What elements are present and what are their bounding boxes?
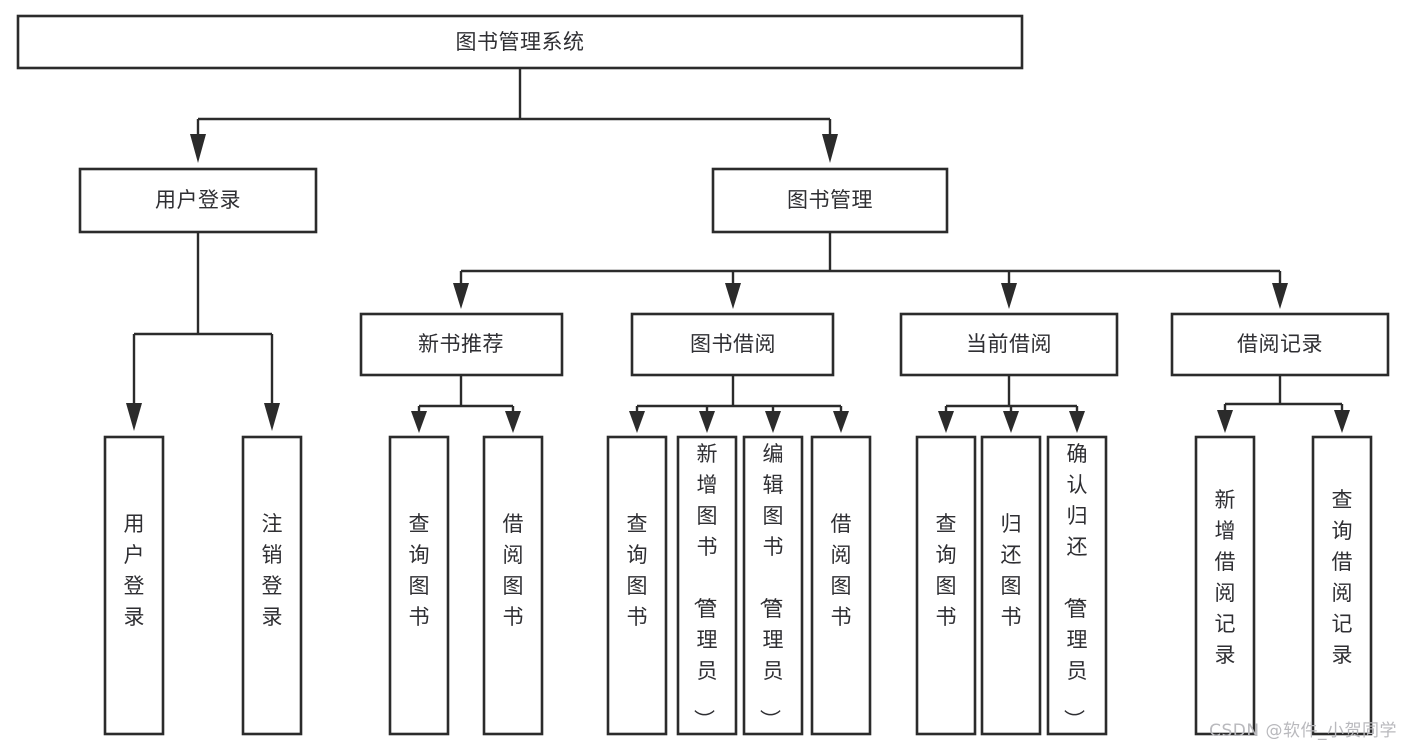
leaf-borrow-book-borrow-box[interactable] [810, 435, 872, 736]
connector-layer [126, 68, 1350, 433]
leaf-add-borrow-record[interactable]: 新增借阅记录 [1194, 435, 1256, 736]
leaf-borrow-book-borrow[interactable]: 借阅图书 [810, 435, 872, 736]
leaf-query-borrow-record-label: 查询借阅记录 [1332, 488, 1353, 667]
arrowhead-leaf-query-record [1334, 410, 1350, 433]
leaf-user-login-box[interactable] [103, 435, 165, 736]
leaf-query-book-current-label: 查询图书 [936, 512, 957, 629]
leaf-borrow-book-newbook-label: 借阅图书 [503, 512, 524, 629]
node-current-borrow-box[interactable] [899, 312, 1119, 377]
arrowhead-leaf-query-book-3 [938, 411, 954, 433]
node-new-book-recommend-box[interactable] [359, 312, 564, 377]
node-user-login-box[interactable] [78, 167, 318, 234]
leaf-add-book-admin[interactable]: 新增图书（管理员） [676, 435, 738, 736]
leaf-borrow-book-newbook[interactable]: 借阅图书 [482, 435, 544, 736]
node-borrow-record-label: 借阅记录 [1237, 332, 1323, 356]
node-book-management-box[interactable] [711, 167, 949, 234]
arrowhead-book-mgmt [822, 134, 838, 163]
arrowhead-leaf-query-book-2 [629, 411, 645, 433]
leaf-edit-book-admin[interactable]: 编辑图书（管理员） [742, 435, 804, 736]
node-borrow-record-box[interactable] [1170, 312, 1390, 377]
leaf-query-book-current[interactable]: 查询图书 [915, 435, 977, 736]
leaf-query-book-borrow-box[interactable] [606, 435, 668, 736]
leaf-borrow-book-newbook-box[interactable] [482, 435, 544, 736]
node-root[interactable]: 图书管理系统 [16, 14, 1024, 70]
leaf-user-login[interactable]: 用户登录 [103, 435, 165, 736]
leaf-query-book-newbook-box[interactable] [388, 435, 450, 736]
arrowhead-borrow-record [1272, 283, 1288, 309]
leaf-query-borrow-record-box[interactable] [1311, 435, 1373, 736]
leaf-query-borrow-record[interactable]: 查询借阅记录 [1311, 435, 1373, 736]
node-new-book-recommend-label: 新书推荐 [418, 332, 504, 356]
node-current-borrow[interactable]: 当前借阅 [899, 312, 1119, 377]
arrowhead-book-borrow [725, 283, 741, 309]
leaf-logout-box[interactable] [241, 435, 303, 736]
leaf-query-book-borrow[interactable]: 查询图书 [606, 435, 668, 736]
leaf-return-book-label: 归还图书 [1001, 512, 1022, 629]
arrowhead-leaf-query-book-1 [411, 411, 427, 433]
leaf-user-login-label: 用户登录 [124, 512, 145, 629]
csdn-watermark: CSDN @软件_小贺同学 [1209, 721, 1397, 741]
arrowhead-leaf-return-book [1003, 411, 1019, 433]
arrowhead-leaf-edit-book [765, 411, 781, 433]
node-book-management[interactable]: 图书管理 [711, 167, 949, 234]
node-current-borrow-label: 当前借阅 [966, 332, 1052, 356]
node-book-management-label: 图书管理 [787, 188, 873, 212]
leaf-borrow-book-borrow-label: 借阅图书 [831, 512, 852, 629]
arrowhead-leaf-user-login [126, 403, 142, 431]
leaf-edit-book-admin-box[interactable] [742, 435, 804, 736]
leaf-add-book-admin-label: 新增图书（管理员） [692, 442, 718, 730]
arrowhead-current-borrow [1001, 283, 1017, 309]
leaf-query-book-borrow-label: 查询图书 [627, 512, 648, 629]
leaf-return-book-box[interactable] [980, 435, 1042, 736]
node-book-borrow-box[interactable] [630, 312, 835, 377]
arrowhead-user-login [190, 134, 206, 163]
node-new-book-recommend[interactable]: 新书推荐 [359, 312, 564, 377]
leaf-confirm-return-admin-box[interactable] [1046, 435, 1108, 736]
arrowhead-leaf-logout [264, 403, 280, 431]
leaf-confirm-return-admin[interactable]: 确认归还（管理员） [1046, 435, 1108, 736]
node-user-login-label: 用户登录 [155, 188, 241, 212]
arrowhead-leaf-borrow-book-2 [833, 411, 849, 433]
leaf-query-book-newbook-label: 查询图书 [409, 512, 430, 629]
node-book-borrow-label: 图书借阅 [690, 332, 776, 356]
leaf-query-book-newbook[interactable]: 查询图书 [388, 435, 450, 736]
arrowhead-leaf-add-record [1217, 410, 1233, 433]
leaf-add-borrow-record-box[interactable] [1194, 435, 1256, 736]
node-root-label: 图书管理系统 [456, 30, 585, 54]
arrowhead-leaf-confirm-return [1069, 411, 1085, 433]
leaf-query-book-current-box[interactable] [915, 435, 977, 736]
node-borrow-record[interactable]: 借阅记录 [1170, 312, 1390, 377]
leaf-edit-book-admin-label: 编辑图书（管理员） [758, 442, 784, 730]
leaf-logout-label: 注销登录 [262, 512, 283, 629]
leaf-logout[interactable]: 注销登录 [241, 435, 303, 736]
leaf-confirm-return-admin-label: 确认归还（管理员） [1062, 442, 1088, 730]
node-user-login[interactable]: 用户登录 [78, 167, 318, 234]
leaf-add-book-admin-box[interactable] [676, 435, 738, 736]
node-root-box[interactable] [16, 14, 1024, 70]
node-book-borrow[interactable]: 图书借阅 [630, 312, 835, 377]
arrowhead-leaf-add-book [699, 411, 715, 433]
leaf-add-borrow-record-label: 新增借阅记录 [1215, 488, 1236, 667]
arrowhead-leaf-borrow-book-1 [505, 411, 521, 433]
leaf-return-book[interactable]: 归还图书 [980, 435, 1042, 736]
arrowhead-new-book-rec [453, 283, 469, 309]
